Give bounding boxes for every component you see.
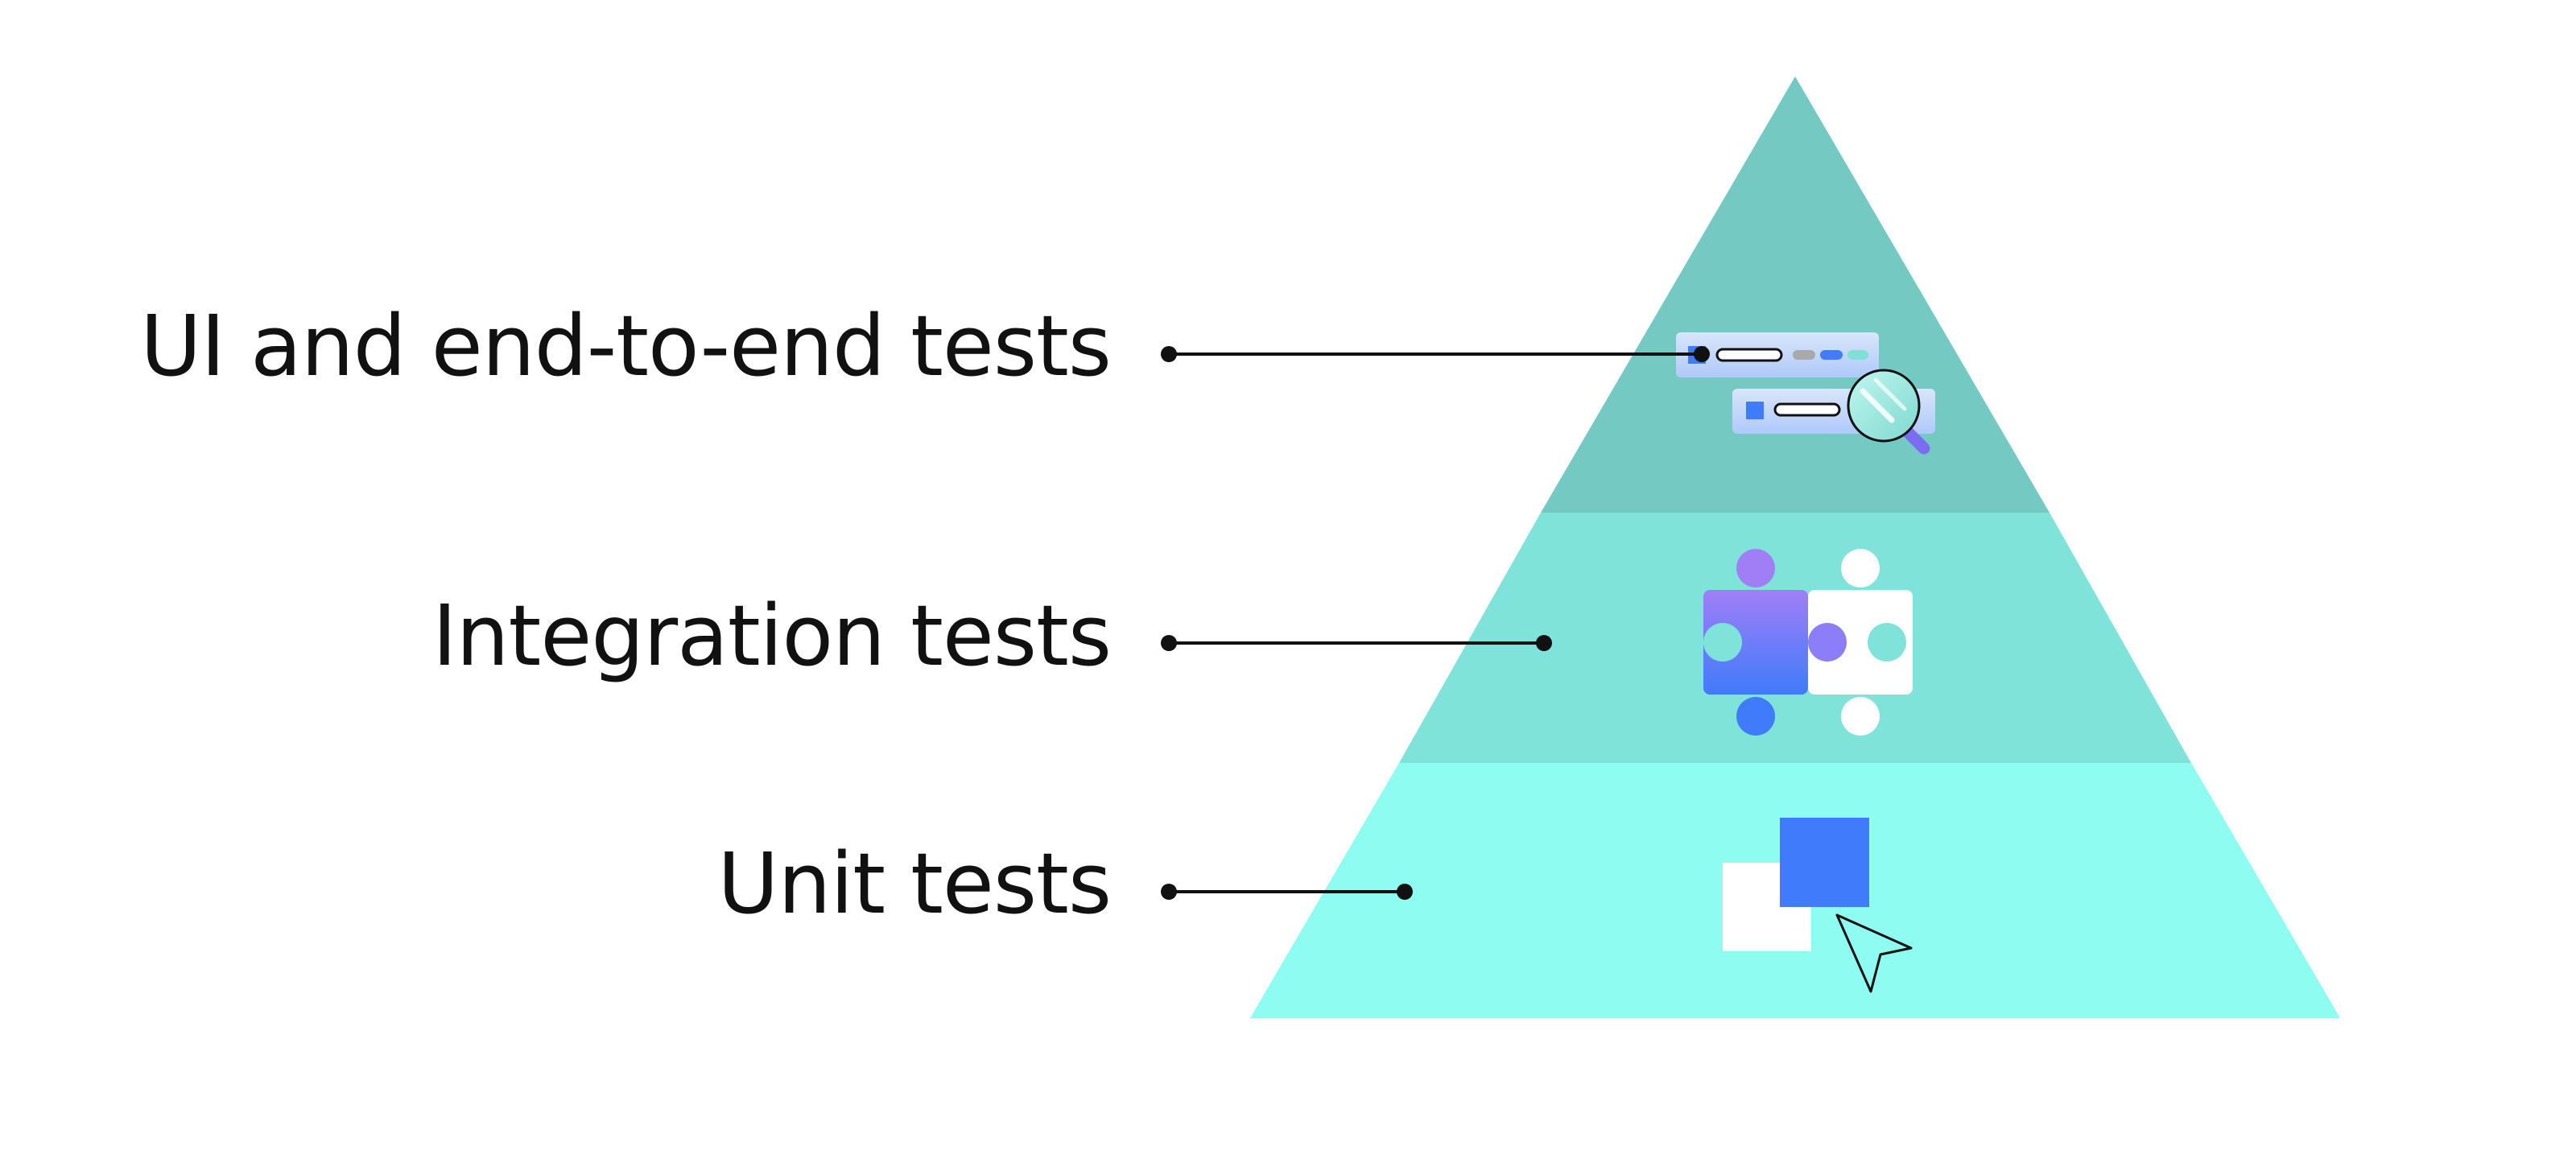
label-integration-tests: Integration tests: [432, 587, 1111, 685]
connector-integration-tests: [1161, 635, 1552, 651]
squares-cursor-icon: [1723, 818, 1913, 993]
label-ui-end-to-end-tests: UI and end-to-end tests: [140, 297, 1111, 395]
puzzle-pieces-icon: [1703, 549, 1913, 736]
connector-unit-tests: [1161, 884, 1413, 900]
label-unit-tests: Unit tests: [717, 835, 1111, 933]
connector-ui-tests: [1161, 346, 1710, 362]
pyramid-layer-top: [1541, 76, 2050, 513]
